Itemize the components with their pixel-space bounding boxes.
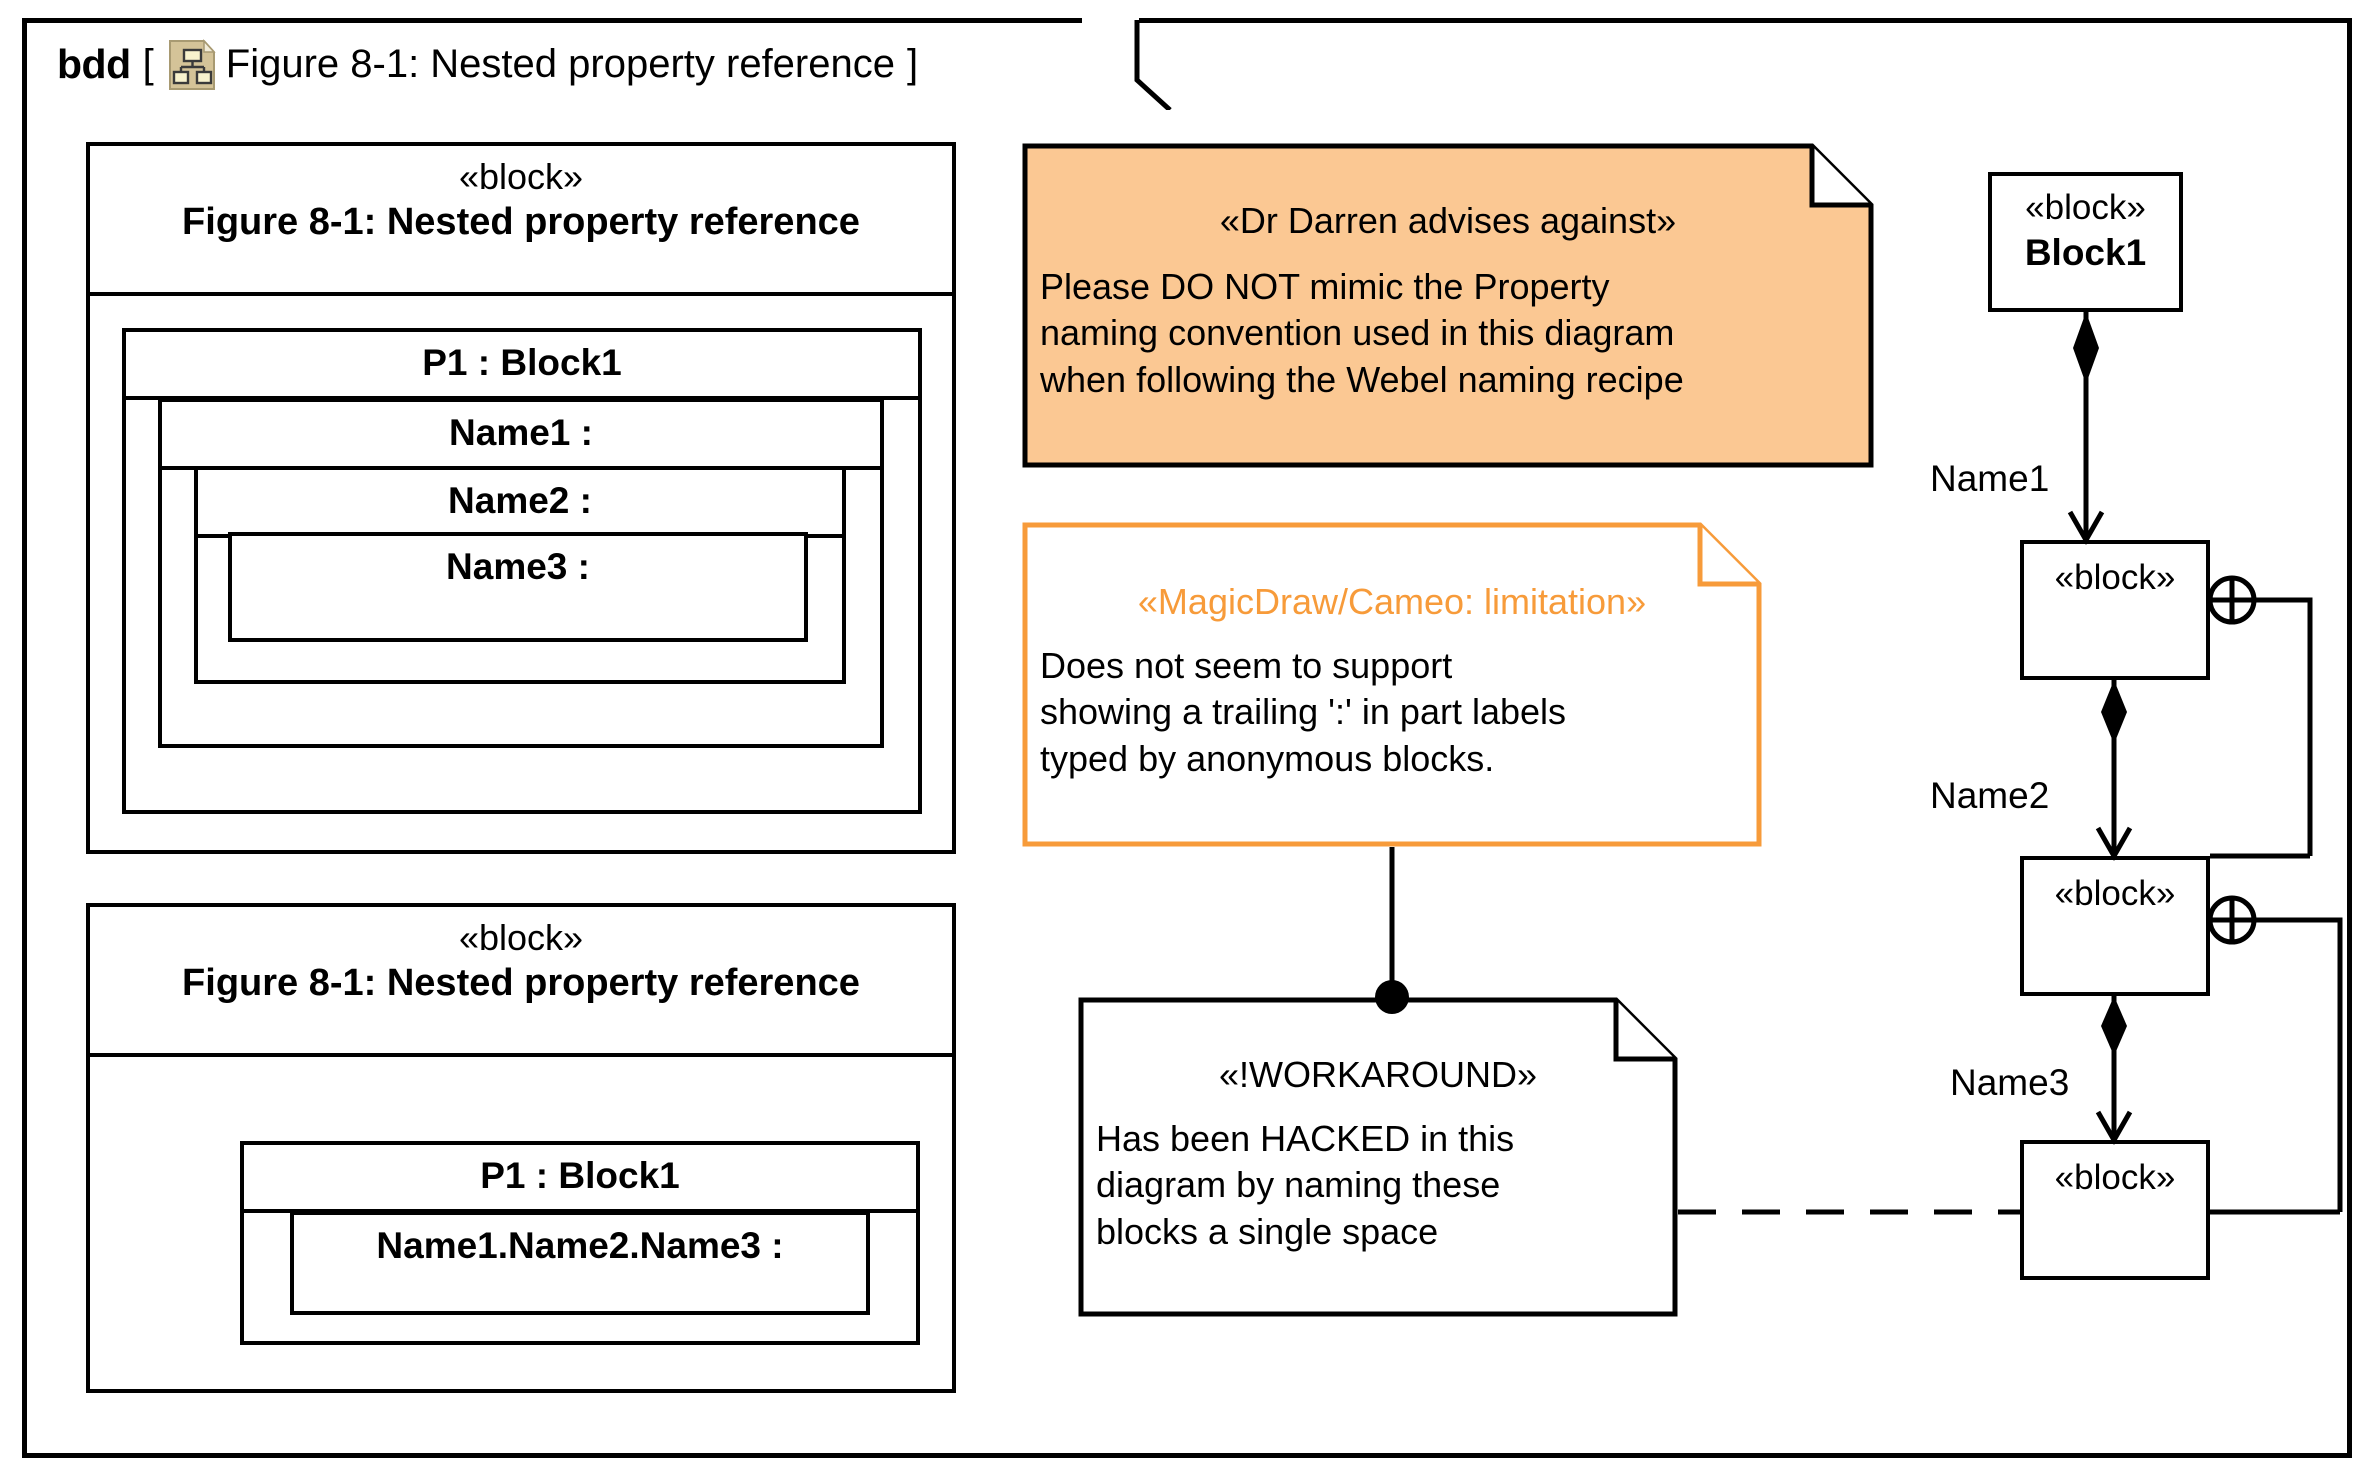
note-limitation-line-1: Does not seem to support (1040, 644, 1453, 686)
part-p1-label: P1 : Block1 (126, 332, 918, 400)
bdd-diagram-icon (168, 38, 216, 91)
chain-edge-label-name2: Name2 (1930, 775, 2050, 816)
note-limitation-line-2: showing a trailing ':' in part labels (1040, 691, 1567, 733)
chain-block-3-stereotype: «block» (2054, 874, 2176, 913)
note-limitation-text: Does not seem to support showing a trail… (1040, 643, 1744, 783)
note-workaround-line-1: Has been HACKED in this (1096, 1117, 1515, 1159)
block-name-2: Figure 8-1: Nested property reference (182, 962, 860, 1004)
note-advice-body: «Dr Darren advises against» Please DO NO… (1022, 143, 1874, 420)
note-workaround[interactable]: «!WORKAROUND» Has been HACKED in this di… (1078, 997, 1678, 1317)
note-advice-text: Please DO NOT mimic the Property naming … (1040, 264, 1856, 404)
note-advice-line-2: naming convention used in this diagram (1040, 312, 1675, 354)
part-p1-block1-flat[interactable]: P1 : Block1 Name1.Name2.Name3 : (240, 1141, 920, 1345)
diagram-title: Figure 8-1: Nested property reference (225, 42, 895, 86)
note-workaround-body: «!WORKAROUND» Has been HACKED in this di… (1078, 997, 1678, 1272)
note-shape-limitation (1022, 522, 1762, 847)
chain-edge-label-name3: Name3 (1950, 1062, 2070, 1103)
chain-block-4-stereotype: «block» (2054, 1158, 2176, 1197)
block-header: «block» Figure 8-1: Nested property refe… (90, 146, 952, 296)
part-p1-label-flat: P1 : Block1 (244, 1145, 916, 1213)
chain-edge-label-name1: Name1 (1930, 458, 2050, 499)
block-stereotype-2: «block» (458, 917, 584, 958)
block-stereotype: «block» (458, 156, 584, 197)
note-shape-advice (1022, 143, 1874, 468)
bracket-open: [ (142, 42, 154, 86)
note-advice-line-3: when following the Webel naming recipe (1040, 359, 1684, 401)
chain-block-4[interactable]: «block» (2020, 1140, 2210, 1280)
note-dr-darren-advises-against[interactable]: «Dr Darren advises against» Please DO NO… (1022, 143, 1874, 468)
note-advice-line-1: Please DO NOT mimic the Property (1040, 265, 1610, 307)
part-name1-label: Name1 : (162, 402, 880, 470)
chain-block-3[interactable]: «block» (2020, 856, 2210, 996)
note-limitation-stereotype: «MagicDraw/Cameo: limitation» (1137, 581, 1647, 622)
part-p1-block1[interactable]: P1 : Block1 Name1 : Name2 : Name3 : (122, 328, 922, 814)
note-advice-stereotype: «Dr Darren advises against» (1219, 200, 1677, 241)
chain-block-2[interactable]: «block» (2020, 540, 2210, 680)
block-header-2: «block» Figure 8-1: Nested property refe… (90, 907, 952, 1057)
note-workaround-stereotype: «!WORKAROUND» (1218, 1054, 1538, 1095)
chain-block-1-stereotype: «block» (2025, 188, 2146, 227)
note-workaround-text: Has been HACKED in this diagram by namin… (1096, 1116, 1660, 1256)
part-name-chain-label: Name1.Name2.Name3 : (376, 1225, 784, 1266)
block-name: Figure 8-1: Nested property reference (182, 201, 860, 243)
chain-block-1-name: Block1 (2024, 231, 2147, 273)
note-workaround-line-3: blocks a single space (1096, 1211, 1439, 1253)
chain-block-block1[interactable]: «block» Block1 (1988, 172, 2183, 312)
note-shape-workaround (1078, 997, 1678, 1317)
part-name2[interactable]: Name2 : Name3 : (194, 466, 846, 684)
bracket-close: ] (906, 42, 919, 86)
note-workaround-line-2: diagram by naming these (1096, 1164, 1501, 1206)
note-magicdraw-cameo-limitation[interactable]: «MagicDraw/Cameo: limitation» Does not s… (1022, 522, 1762, 847)
chain-block-2-stereotype: «block» (2054, 558, 2176, 597)
diagram-kind-label: bdd (57, 41, 131, 87)
note-limitation-body: «MagicDraw/Cameo: limitation» Does not s… (1022, 522, 1762, 799)
note-limitation-line-3: typed by anonymous blocks. (1040, 738, 1495, 780)
part-name3[interactable]: Name3 : (228, 532, 808, 642)
block-nested-property-reference-flat[interactable]: «block» Figure 8-1: Nested property refe… (86, 903, 956, 1393)
diagram-frame-header: bdd [ Figure 8-1: Nested property refere… (22, 18, 1137, 106)
part-name-chain[interactable]: Name1.Name2.Name3 : (290, 1211, 870, 1315)
part-name2-label: Name2 : (198, 470, 842, 538)
block-nested-property-reference[interactable]: «block» Figure 8-1: Nested property refe… (86, 142, 956, 854)
part-name3-label: Name3 : (446, 546, 590, 587)
part-name1[interactable]: Name1 : Name2 : Name3 : (158, 398, 884, 748)
